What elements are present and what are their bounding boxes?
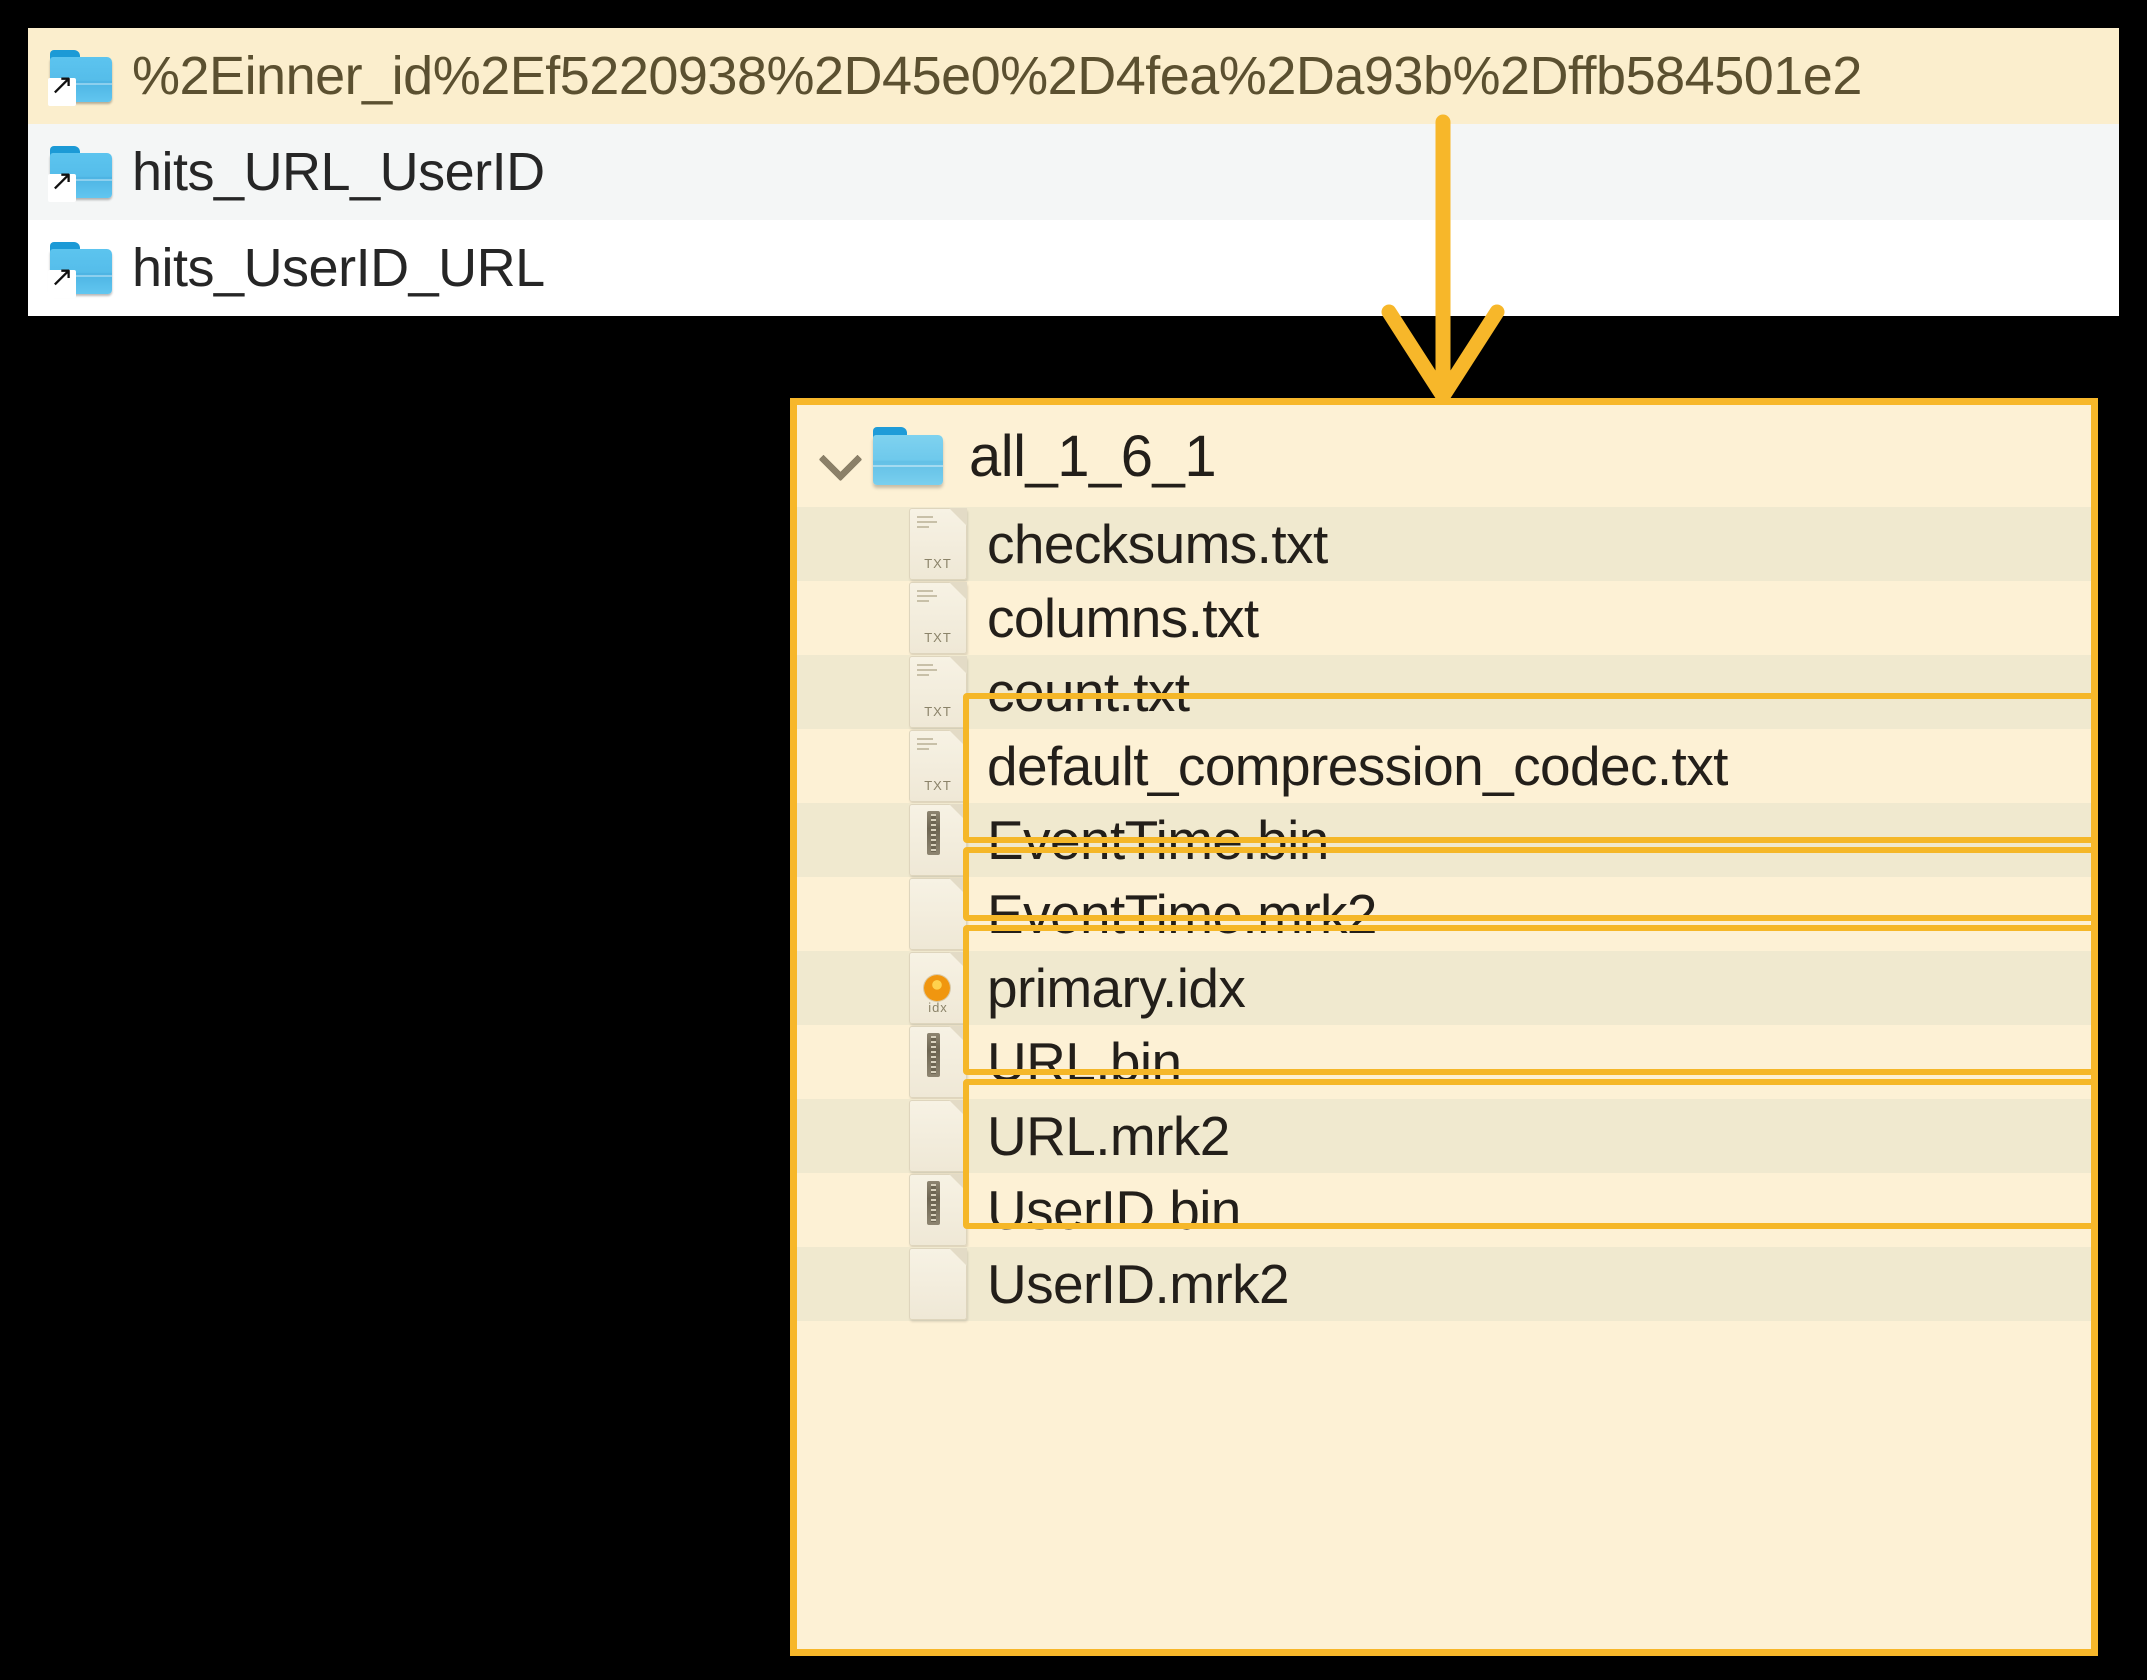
tree-file-row[interactable]: UserID.bin bbox=[797, 1173, 2091, 1247]
blank-file-icon bbox=[909, 1100, 967, 1172]
file-name-cell: UserID.bin bbox=[987, 1173, 2091, 1247]
txt-file-icon: TXT bbox=[909, 508, 967, 580]
tree-file-label: columns.txt bbox=[987, 587, 1259, 649]
tree-file-label: checksums.txt bbox=[987, 513, 1328, 575]
tree-file-row[interactable]: EventTime.mrk2 bbox=[797, 877, 2091, 951]
binary-file-icon bbox=[909, 1174, 967, 1246]
tree-file-label: EventTime.mrk2 bbox=[987, 883, 1378, 945]
tree-file-row[interactable]: URL.bin bbox=[797, 1025, 2091, 1099]
txt-file-icon: TXT bbox=[909, 582, 967, 654]
txt-file-icon: TXT bbox=[909, 730, 967, 802]
tree-file-label: primary.idx bbox=[987, 957, 1246, 1019]
blank-file-icon bbox=[909, 1248, 967, 1320]
file-ext-label: idx bbox=[928, 1000, 948, 1015]
list-item-label: %2Einner_id%2Ef5220938%2D45e0%2D4fea%2Da… bbox=[132, 46, 1862, 106]
folder-symlink-icon bbox=[48, 242, 112, 298]
list-item[interactable]: %2Einner_id%2Ef5220938%2D45e0%2D4fea%2Da… bbox=[28, 28, 2119, 124]
folder-symlink-icon bbox=[48, 50, 112, 106]
list-item[interactable]: hits_UserID_URL bbox=[28, 220, 2119, 316]
chevron-down-icon[interactable] bbox=[817, 434, 861, 478]
tree-file-label: URL.mrk2 bbox=[987, 1105, 1230, 1167]
list-item-label: hits_URL_UserID bbox=[132, 142, 545, 202]
file-name-cell: checksums.txt bbox=[987, 507, 2091, 581]
file-name-cell: URL.mrk2 bbox=[987, 1099, 2091, 1173]
blank-file-icon bbox=[909, 878, 967, 950]
tree-root-label: all_1_6_1 bbox=[969, 423, 1217, 489]
tree-file-label: UserID.bin bbox=[987, 1179, 1241, 1241]
binary-file-icon bbox=[909, 804, 967, 876]
file-ext-label: TXT bbox=[924, 778, 952, 793]
tree-file-label: UserID.mrk2 bbox=[987, 1253, 1290, 1315]
file-name-cell: columns.txt bbox=[987, 581, 2091, 655]
file-name-cell: URL.bin bbox=[987, 1025, 2091, 1099]
tree-file-label: count.txt bbox=[987, 661, 1190, 723]
tree-file-row[interactable]: UserID.mrk2 bbox=[797, 1247, 2091, 1321]
txt-file-icon: TXT bbox=[909, 656, 967, 728]
file-ext-label: TXT bbox=[924, 556, 952, 571]
tree-file-row[interactable]: idx primary.idx bbox=[797, 951, 2091, 1025]
list-item[interactable]: hits_URL_UserID bbox=[28, 124, 2119, 220]
tree-file-label: default_compression_codec.txt bbox=[987, 735, 1728, 797]
file-name-cell: primary.idx bbox=[987, 951, 2091, 1025]
file-name-cell: count.txt bbox=[987, 655, 2091, 729]
folder-symlink-icon bbox=[48, 146, 112, 202]
directory-tree-panel: all_1_6_1 TXT checksums.txt TXT bbox=[790, 398, 2098, 1656]
idx-file-icon: idx bbox=[909, 952, 967, 1024]
symlink-folder-list: %2Einner_id%2Ef5220938%2D45e0%2D4fea%2Da… bbox=[28, 28, 2119, 316]
file-name-cell: default_compression_codec.txt bbox=[987, 729, 2091, 803]
tree-file-row[interactable]: TXT checksums.txt bbox=[797, 507, 2091, 581]
list-item-label: hits_UserID_URL bbox=[132, 238, 545, 298]
tree-file-label: URL.bin bbox=[987, 1031, 1182, 1093]
tree-file-row[interactable]: TXT count.txt bbox=[797, 655, 2091, 729]
binary-file-icon bbox=[909, 1026, 967, 1098]
file-name-cell: EventTime.mrk2 bbox=[987, 877, 2091, 951]
tree-root-row[interactable]: all_1_6_1 bbox=[797, 405, 2091, 507]
tree-file-row[interactable]: TXT columns.txt bbox=[797, 581, 2091, 655]
tree-scroll-area: all_1_6_1 TXT checksums.txt TXT bbox=[797, 405, 2091, 1321]
tree-file-row[interactable]: TXT default_compression_codec.txt bbox=[797, 729, 2091, 803]
tree-file-row[interactable]: EventTime.bin bbox=[797, 803, 2091, 877]
file-ext-label: TXT bbox=[924, 704, 952, 719]
file-name-cell: EventTime.bin bbox=[987, 803, 2091, 877]
file-ext-label: TXT bbox=[924, 630, 952, 645]
folder-icon bbox=[873, 427, 943, 485]
tree-file-row[interactable]: URL.mrk2 bbox=[797, 1099, 2091, 1173]
file-name-cell: UserID.mrk2 bbox=[987, 1247, 2091, 1321]
tree-file-label: EventTime.bin bbox=[987, 809, 1329, 871]
